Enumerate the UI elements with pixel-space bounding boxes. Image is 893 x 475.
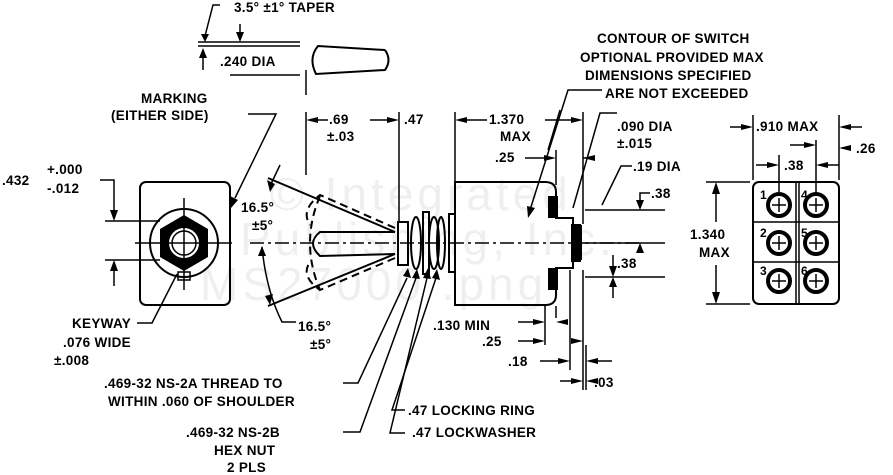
terminal-pitch-label: .38 <box>784 158 804 173</box>
marking-label: MARKING <box>141 91 208 106</box>
terminal-grid: 1 2 3 4 5 6 <box>760 188 829 294</box>
terminal-dia-label: .090 DIA <box>617 119 673 134</box>
svg-text:2: 2 <box>760 226 767 240</box>
terminal-spacing-upper: .38 <box>651 186 671 201</box>
lever-length-label: .69 <box>329 112 349 127</box>
bushing-tol-plus: +.000 <box>47 162 83 177</box>
dim-25-label: .25 <box>482 334 502 349</box>
thread-note-line-1: .469-32 NS-2A THREAD TO <box>104 376 283 391</box>
bushing <box>397 221 409 266</box>
locking-ring-label: .47 LOCKING RING <box>408 403 535 418</box>
svg-text:3: 3 <box>760 264 767 278</box>
watermark-line-3: MS27000 .png <box>200 258 547 310</box>
watermark-line-1: © Integrated <box>270 168 572 220</box>
lever-dia-label: .240 DIA <box>220 54 276 69</box>
angle-upper-label: 16.5° <box>241 200 274 215</box>
bushing-diameter-label: .432 <box>2 173 29 188</box>
svg-text:5: 5 <box>801 226 808 240</box>
hex-nut-label: .469-32 NS-2B <box>186 425 280 440</box>
angle-lower-label: 16.5° <box>298 319 331 334</box>
rear-view: 1 2 3 4 5 6 .910 MAX .26 .38 1.340 <box>690 115 876 305</box>
hex-nut-outer <box>436 216 446 270</box>
terminal-spacing-lower: .38 <box>617 256 637 271</box>
taper-label: 3.5° ±1° TAPER <box>234 0 335 15</box>
watermark-line-2: Publishing, Inc. <box>240 213 616 265</box>
terminal-5: 5 <box>801 226 829 256</box>
lockwasher-label: .47 LOCKWASHER <box>412 425 536 440</box>
terminal-4: 4 <box>801 188 829 218</box>
keyway-label: KEYWAY <box>72 316 131 331</box>
lever-detail <box>311 44 390 76</box>
marking-sub-label: (EITHER SIDE) <box>111 108 209 123</box>
hex-nut-sub-label: HEX NUT <box>214 443 276 458</box>
thread-note-line-2: WITHIN .060 OF SHOULDER <box>108 394 295 409</box>
height-max-sub: MAX <box>699 245 730 260</box>
hex-nut-inner <box>410 216 422 270</box>
keyway-tol-label: ±.008 <box>54 353 89 368</box>
width-max-label: .910 MAX <box>756 119 818 134</box>
switch-body <box>454 181 574 306</box>
dim-18-label: .18 <box>508 354 528 369</box>
watermark: © Integrated Publishing, Inc. MS27000 .p… <box>200 168 616 310</box>
height-max-label: 1.340 <box>690 227 725 242</box>
contour-note-line-1: CONTOUR OF SWITCH <box>597 31 750 46</box>
terminal-3: 3 <box>760 264 792 294</box>
lever-center <box>312 231 396 258</box>
body-length-label: 1.370 <box>489 112 524 127</box>
hex-nut-qty-label: 2 PLS <box>227 460 266 475</box>
terminal-dia-tol: ±.015 <box>617 136 652 151</box>
angle-upper-tol: ±5° <box>252 218 273 233</box>
body-length-max: MAX <box>500 129 531 144</box>
bushing-length-label: .47 <box>404 112 424 127</box>
svg-text:1: 1 <box>760 188 767 202</box>
lockwasher <box>428 216 440 270</box>
terminal-edge-label: .26 <box>856 141 876 156</box>
contour-note-line-3: DIMENSIONS SPECIFIED <box>585 68 752 83</box>
body-offset-label: .25 <box>495 150 515 165</box>
terminal-2: 2 <box>760 226 792 256</box>
keyway-width-label: .076 WIDE <box>63 335 131 350</box>
lever-up-phantom <box>305 193 396 229</box>
contour-note-line-2: OPTIONAL PROVIDED MAX <box>580 50 764 65</box>
terminal-6: 6 <box>801 264 829 294</box>
lever-length-tol: ±.03 <box>327 129 355 144</box>
terminal-1: 1 <box>760 188 792 218</box>
svg-text:6: 6 <box>801 264 808 278</box>
angle-lower-tol: ±5° <box>310 337 331 352</box>
svg-text:4: 4 <box>801 188 808 202</box>
min-130-label: .130 MIN <box>433 318 490 333</box>
contour-note-line-4: ARE NOT EXCEEDED <box>605 86 749 101</box>
dim-03-label: .03 <box>594 375 614 390</box>
bushing-tol-minus: -.012 <box>47 181 79 196</box>
terminal-head-dia-label: .19 DIA <box>633 159 681 174</box>
front-view: .432 +.000 -.012 MARKING (EITHER SIDE) K… <box>2 91 278 368</box>
side-view: .69 ±.03 .47 1.370 MAX .25 CONTOUR OF SW… <box>104 0 764 475</box>
